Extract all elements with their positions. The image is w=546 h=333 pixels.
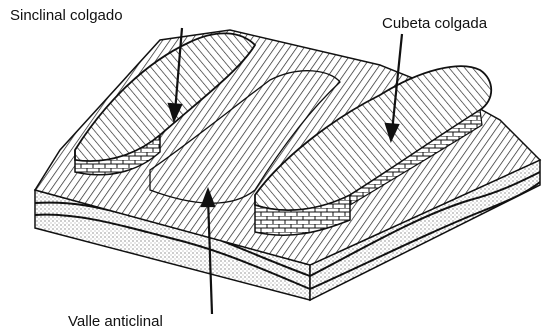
label-valle-anticlinal: Valle anticlinal [68, 314, 163, 329]
label-cubeta-colgada: Cubeta colgada [382, 16, 487, 31]
label-sinclinal-colgado: Sinclinal colgado [10, 8, 123, 23]
